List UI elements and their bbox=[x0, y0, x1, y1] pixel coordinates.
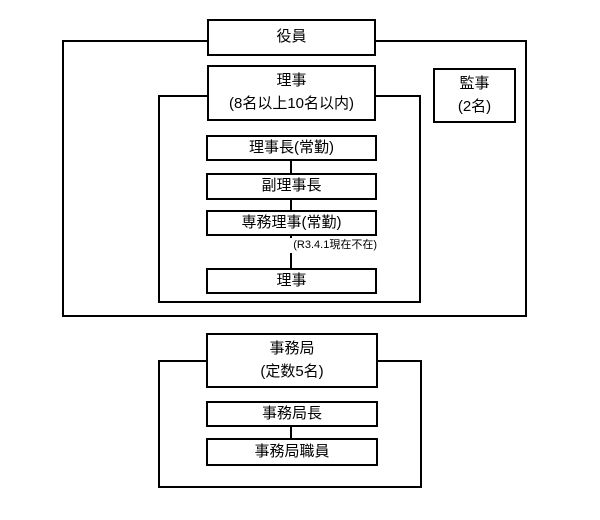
kanji-box: 監事 (2名) bbox=[433, 68, 516, 123]
senmu-riji-label: 専務理事(常勤) bbox=[241, 213, 342, 231]
jimukyokucho-box: 事務局長 bbox=[206, 401, 378, 427]
jimukyoku-box: 事務局 (定数5名) bbox=[206, 333, 378, 388]
jimukyokucho-label: 事務局長 bbox=[261, 404, 322, 422]
rijicho-box: 理事長(常勤) bbox=[206, 135, 377, 161]
rijicho-label: 理事長(常勤) bbox=[249, 138, 334, 156]
riji-group-label: 理事 bbox=[276, 71, 307, 89]
connector-rijicho-fukurijicho bbox=[290, 159, 292, 174]
riji-label: 理事 bbox=[276, 271, 307, 289]
yakuin-box: 役員 bbox=[207, 19, 376, 56]
senmu-riji-box: 専務理事(常勤) bbox=[206, 210, 377, 236]
fuku-rijicho-label: 副理事長 bbox=[261, 177, 322, 195]
senmu-riji-note: (R3.4.1現在不在) bbox=[206, 238, 377, 253]
jimukyoku-label: 事務局 bbox=[269, 339, 315, 357]
kanji-label: 監事 bbox=[459, 74, 490, 92]
connector-jimukyokucho-shokuin bbox=[290, 425, 292, 439]
riji-group-capacity: (8名以上10名以内) bbox=[228, 95, 355, 113]
riji-group-box: 理事 (8名以上10名以内) bbox=[207, 65, 376, 121]
jimukyoku-shokuin-label: 事務局職員 bbox=[254, 442, 330, 460]
riji-box: 理事 bbox=[206, 268, 377, 294]
jimukyoku-shokuin-box: 事務局職員 bbox=[206, 438, 378, 466]
yakuin-label: 役員 bbox=[276, 28, 307, 46]
fuku-rijicho-box: 副理事長 bbox=[206, 173, 377, 200]
connector-fukurijicho-senmuriji bbox=[290, 199, 292, 211]
jimukyoku-capacity: (定数5名) bbox=[260, 362, 324, 380]
kanji-capacity: (2名) bbox=[457, 97, 492, 115]
